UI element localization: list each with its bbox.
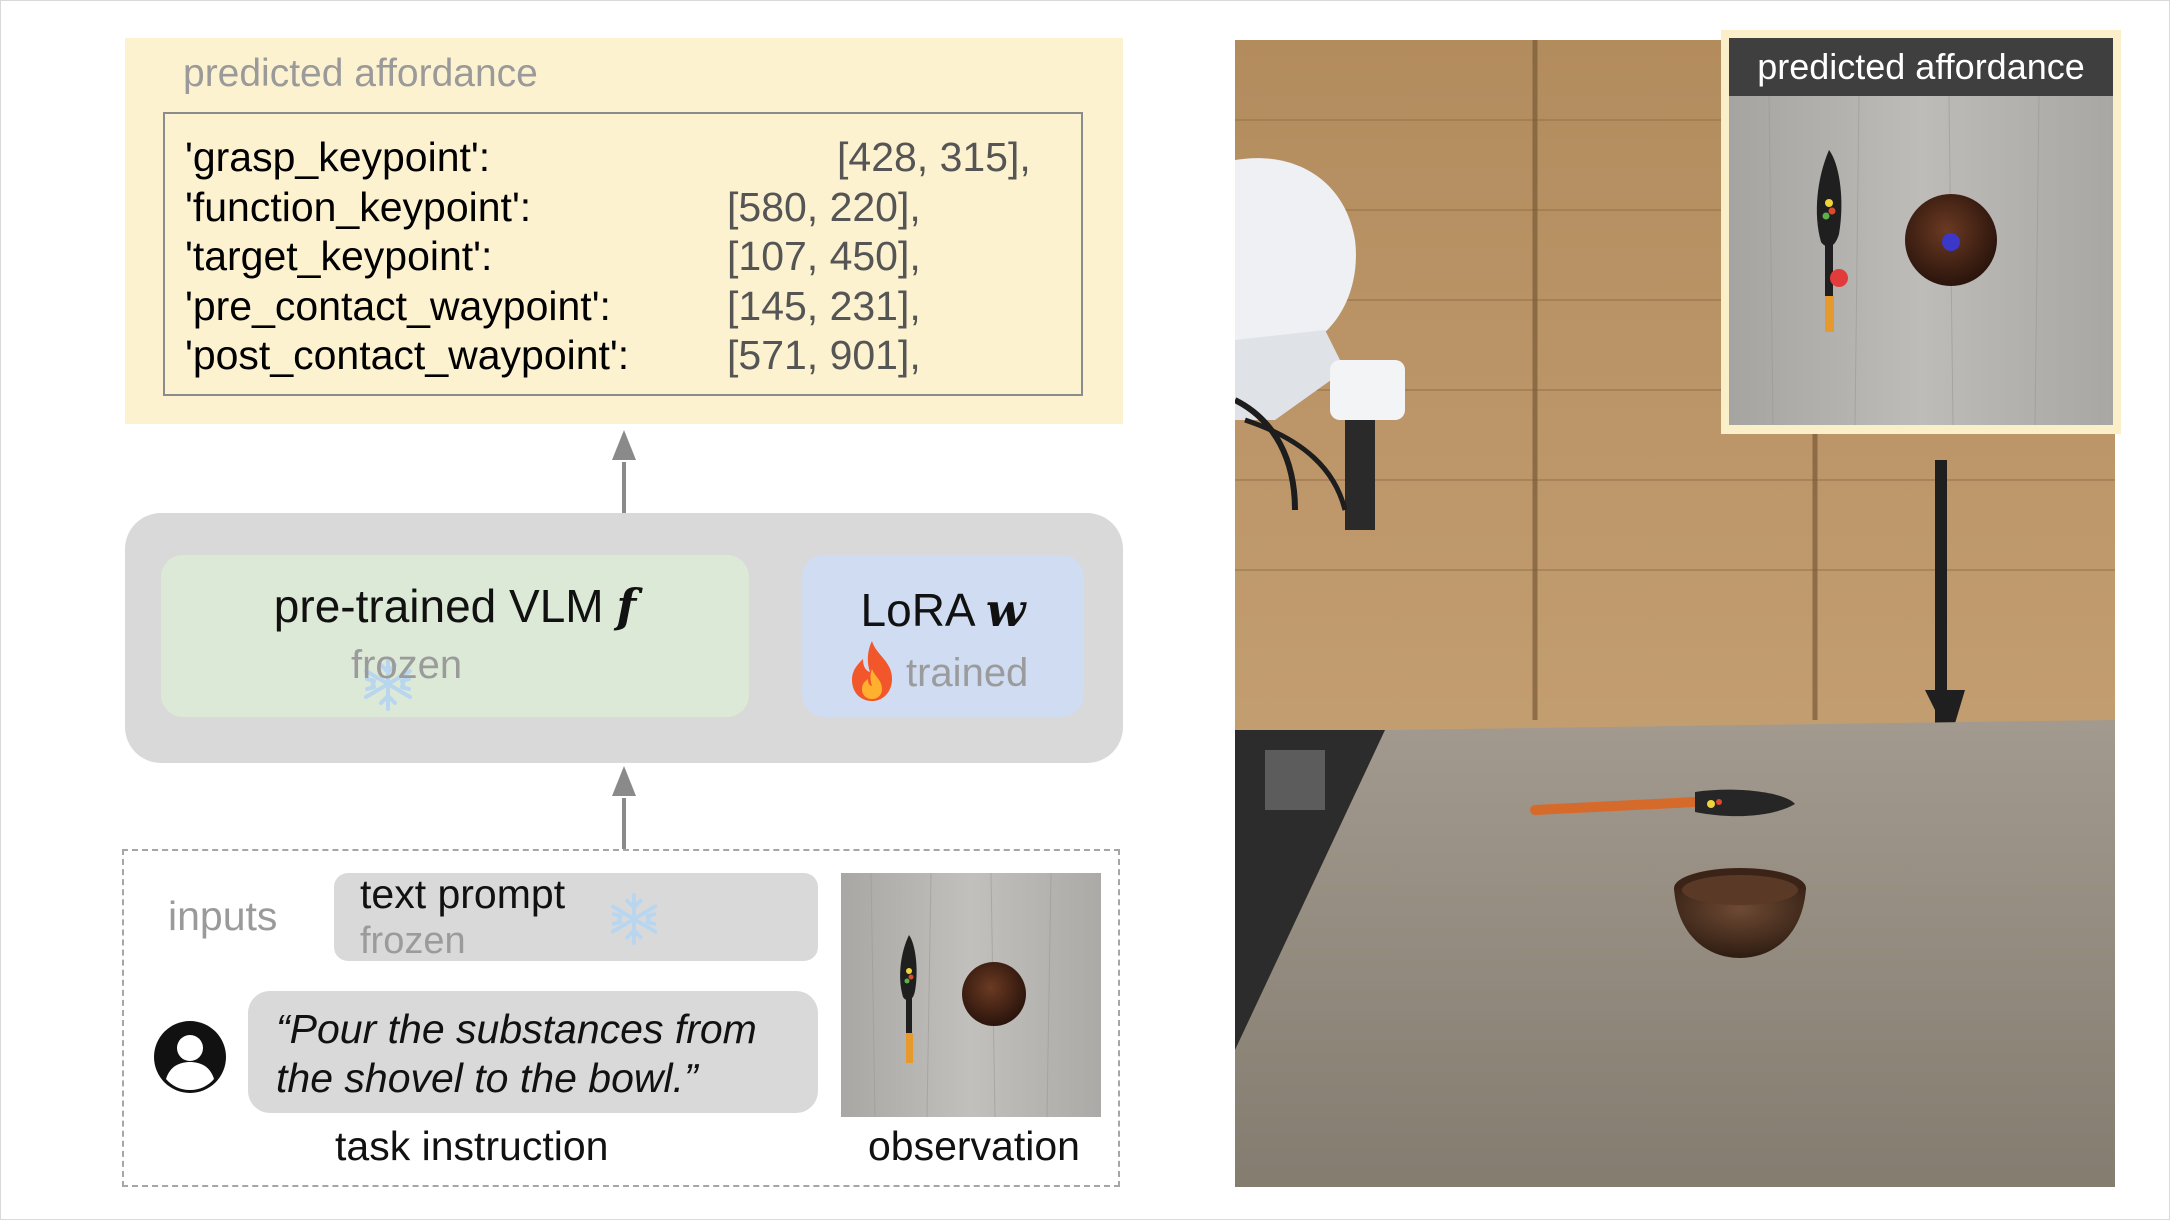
lora-symbol: w [985, 583, 1026, 637]
task-instruction-text: “Pour the substances from the shovel to … [276, 1006, 757, 1101]
observation-image [841, 873, 1101, 1117]
affordance-title: predicted affordance [183, 52, 538, 95]
arrow-head-up [612, 430, 636, 460]
task-instruction-bubble: “Pour the substances from the shovel to … [248, 991, 818, 1113]
vlm-status: frozen [351, 643, 463, 687]
snowflake-icon [364, 657, 412, 711]
pretrained-vlm-box: pre-trained VLM f frozen [161, 555, 749, 717]
affordance-key: 'post_contact_waypoint': [185, 332, 630, 378]
vlm-title: pre-trained VLM f [161, 579, 749, 633]
affordance-key: 'grasp_keypoint': [185, 134, 491, 180]
affordance-key: 'target_keypoint': [185, 233, 493, 279]
text-prompt-status: frozen [360, 920, 466, 962]
target-keypoint-marker [1942, 233, 1960, 251]
snowflake-icon [610, 892, 658, 946]
user-avatar-icon [154, 1021, 226, 1093]
arrow-to-affordance [622, 462, 626, 513]
affordance-value: [428, 315], [837, 134, 1031, 180]
inputs-label: inputs [168, 893, 278, 939]
affordance-output-box: 'grasp_keypoint': [428, 315], 'function_… [163, 112, 1083, 396]
vlm-symbol: f [616, 579, 637, 633]
affordance-key: 'function_keypoint': [185, 184, 532, 230]
affordance-value: [571, 901], [727, 332, 921, 378]
task-instruction-caption: task instruction [335, 1123, 609, 1169]
text-prompt-box: text prompt frozen [334, 871, 818, 962]
lora-status: trained [906, 651, 1029, 695]
affordance-key: 'pre_contact_waypoint': [185, 283, 611, 329]
inset-scene [1729, 38, 2113, 425]
lora-box: LoRA w trained [802, 555, 1084, 717]
affordance-row-post-contact: 'post_contact_waypoint': [571, 901], [165, 332, 1081, 382]
inset-affordance-panel: predicted affordance [1721, 30, 2121, 434]
lora-title: LoRA w [802, 583, 1084, 637]
inset-title: predicted affordance [1729, 38, 2113, 96]
observation-scene [841, 873, 1101, 1117]
vlm-title-text: pre-trained VLM [273, 580, 604, 632]
lora-title-text: LoRA [860, 584, 974, 636]
fire-icon [852, 641, 892, 701]
model-block: pre-trained VLM f frozen LoRA w trained [125, 513, 1123, 763]
affordance-row-function: 'function_keypoint': [580, 220], [165, 184, 1081, 234]
affordance-value: [145, 231], [727, 283, 921, 329]
predicted-affordance-panel: predicted affordance 'grasp_keypoint': [… [125, 38, 1123, 424]
observation-caption: observation [868, 1123, 1080, 1169]
arrow-head-up [612, 766, 636, 796]
affordance-row-target: 'target_keypoint': [107, 450], [165, 233, 1081, 283]
affordance-value: [580, 220], [727, 184, 921, 230]
affordance-row-grasp: 'grasp_keypoint': [428, 315], [165, 134, 1081, 184]
text-prompt-title: text prompt [360, 871, 566, 917]
inset-image: predicted affordance [1729, 38, 2113, 425]
arrow-to-model [622, 798, 626, 849]
affordance-row-pre-contact: 'pre_contact_waypoint': [145, 231], [165, 283, 1081, 333]
grasp-keypoint-marker [1830, 269, 1848, 287]
affordance-value: [107, 450], [727, 233, 921, 279]
inputs-panel: inputs text prompt frozen “Pour the subs… [122, 849, 1120, 1187]
